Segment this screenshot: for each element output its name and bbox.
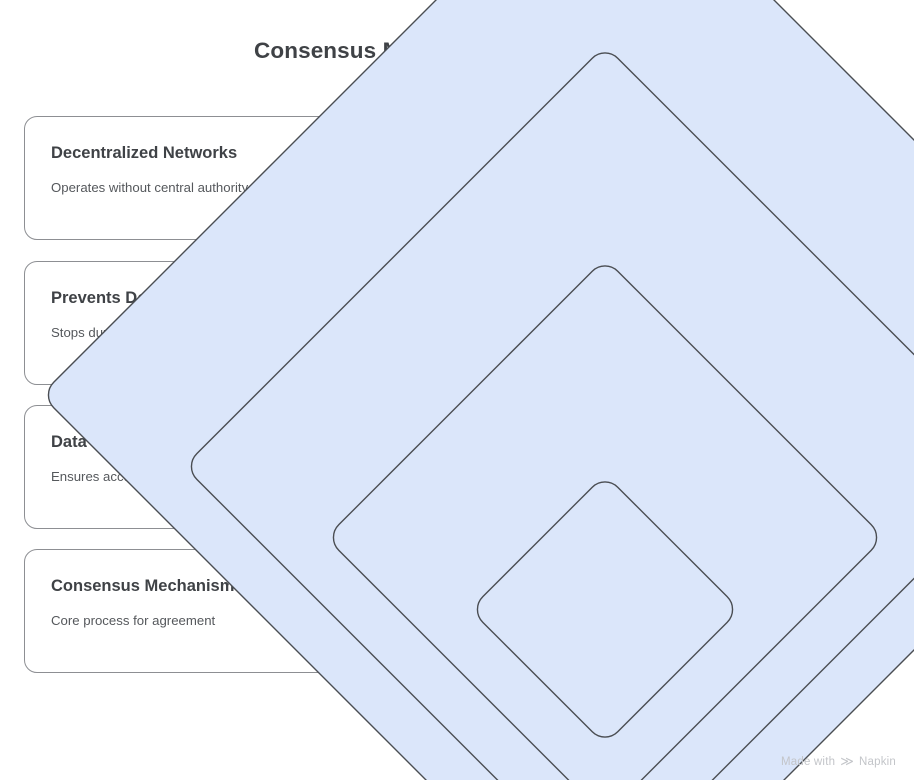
card-title: Decentralized Networks [51, 144, 238, 162]
card-subtitle: Core process for agreement [51, 613, 216, 628]
napkin-logo-icon: ≫ [840, 753, 854, 769]
napkin-watermark: Made with ≫ Napkin [781, 755, 896, 768]
watermark-prefix: Made with [780, 755, 836, 768]
card-title: Consensus Mechanism [51, 577, 235, 595]
watermark-brand: Napkin [859, 755, 896, 768]
diamond-group: Decentralized NetworksPrevents Double-Sp… [47, 0, 914, 780]
card-subtitle: Operates without central authority [51, 180, 249, 195]
diamond-layer-3[interactable]: Consensus Mechanism [470, 475, 740, 745]
